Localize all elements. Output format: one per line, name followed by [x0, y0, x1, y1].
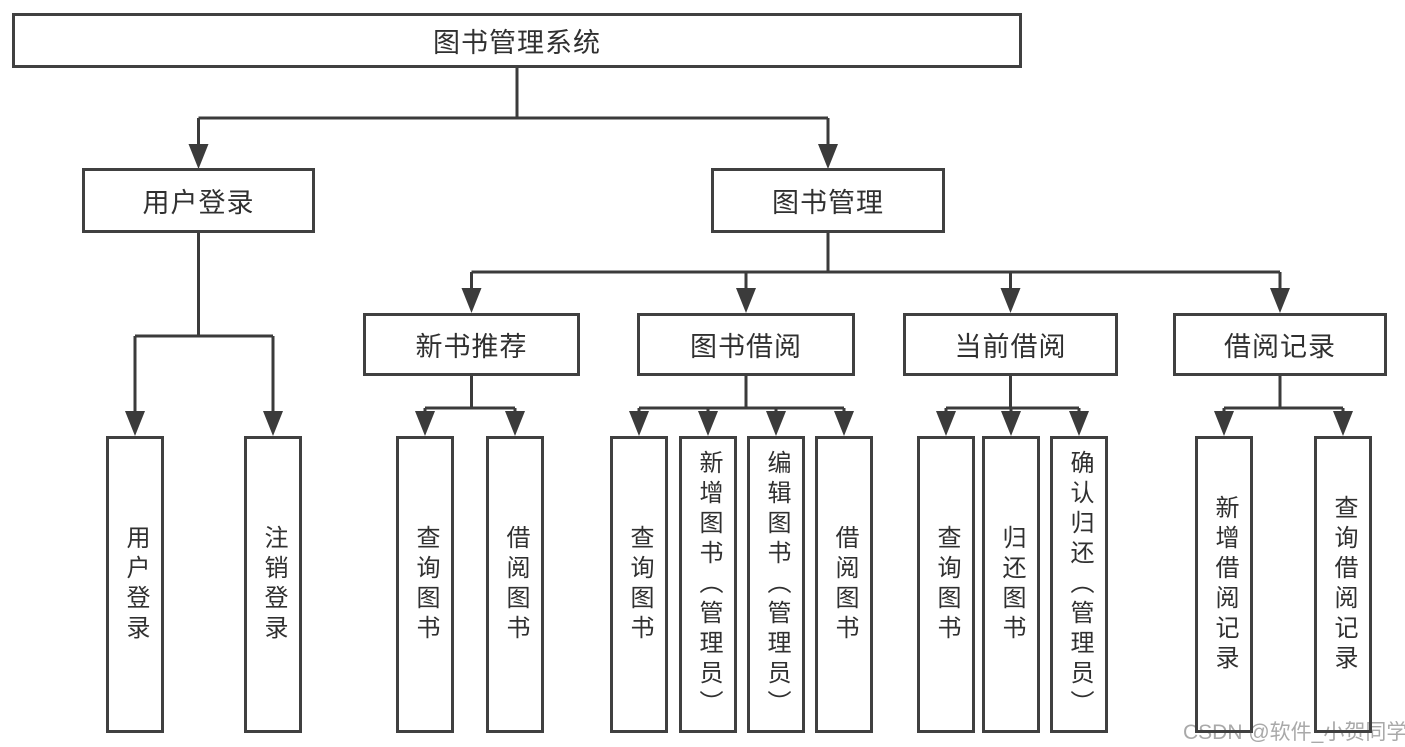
leaf-label: 查询借阅记录 — [1330, 494, 1357, 675]
leaf-label: 确认归还（管理员） — [1066, 449, 1093, 720]
leaf-label: 新增图书（管理员） — [695, 449, 722, 720]
node-label: 借阅记录 — [1224, 332, 1336, 362]
node-label: 图书管理 — [772, 188, 884, 218]
node-label: 图书管理系统 — [433, 28, 601, 58]
leaf-borrow-books: 借阅图书 — [486, 436, 544, 733]
leaf-edit-books-admin: 编辑图书（管理员） — [747, 436, 805, 733]
leaf-label: 用户登录 — [122, 524, 149, 645]
node-label: 用户登录 — [142, 188, 255, 218]
leaf-add-borrow-record: 新增借阅记录 — [1195, 436, 1253, 733]
leaf-label: 新增借阅记录 — [1211, 494, 1238, 675]
node-user-login: 用户登录 — [82, 168, 315, 233]
leaf-label: 查询图书 — [412, 524, 439, 645]
node-book-borrowing: 图书借阅 — [637, 313, 855, 376]
leaf-label: 归还图书 — [998, 524, 1025, 645]
leaf-label: 编辑图书（管理员） — [763, 449, 790, 720]
leaf-query-borrow-record: 查询借阅记录 — [1314, 436, 1372, 733]
node-label: 当前借阅 — [954, 332, 1067, 362]
leaf-add-books-admin: 新增图书（管理员） — [679, 436, 737, 733]
leaf-borrow-books: 借阅图书 — [815, 436, 873, 733]
node-library-management-system: 图书管理系统 — [12, 13, 1022, 68]
node-new-book-recommendation: 新书推荐 — [363, 313, 580, 376]
node-book-management: 图书管理 — [711, 168, 945, 233]
leaf-return-books: 归还图书 — [982, 436, 1040, 733]
leaf-label: 注销登录 — [260, 524, 287, 645]
leaf-query-books: 查询图书 — [396, 436, 454, 733]
node-borrowing-records: 借阅记录 — [1173, 313, 1387, 376]
node-label: 新书推荐 — [415, 332, 528, 362]
leaf-label: 借阅图书 — [502, 524, 529, 645]
leaf-logout-login: 注销登录 — [244, 436, 302, 733]
leaf-query-books: 查询图书 — [610, 436, 668, 733]
leaf-query-books: 查询图书 — [917, 436, 975, 733]
node-label: 图书借阅 — [690, 332, 802, 362]
leaf-label: 查询图书 — [933, 524, 960, 645]
csdn-watermark: CSDN @软件_小贺同学 — [1183, 721, 1405, 744]
node-current-borrowing: 当前借阅 — [903, 313, 1118, 376]
leaf-label: 查询图书 — [626, 524, 653, 645]
leaf-user-login: 用户登录 — [106, 436, 164, 733]
leaf-confirm-return-admin: 确认归还（管理员） — [1050, 436, 1108, 733]
leaf-label: 借阅图书 — [831, 524, 858, 645]
